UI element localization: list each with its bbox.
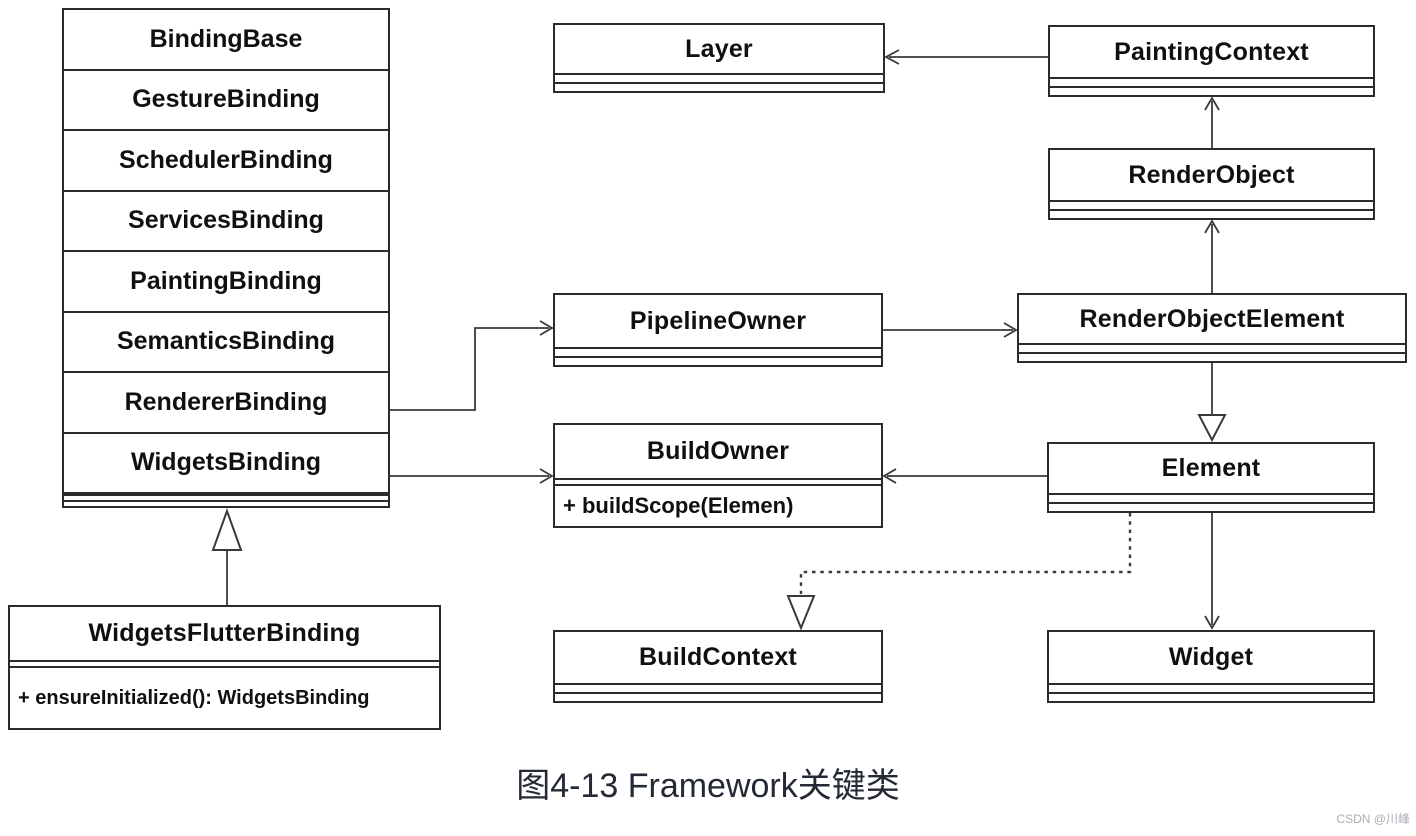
class-schedulerbinding: SchedulerBinding — [64, 131, 388, 192]
arrow-element-to-buildowner — [882, 468, 1047, 484]
figure-caption: 图4-13 Framework关键类 — [516, 767, 900, 805]
class-bindings-stack: BindingBase GestureBinding SchedulerBind… — [62, 8, 390, 508]
empty-compartment — [555, 356, 881, 365]
empty-compartment — [1049, 683, 1373, 692]
empty-compartment — [555, 82, 883, 91]
class-title: RenderObject — [1128, 160, 1295, 189]
class-layer: Layer — [553, 23, 885, 93]
realization-element-to-buildcontext — [786, 513, 1132, 631]
empty-compartment — [64, 500, 388, 506]
arrow-renderobjectelement-to-renderobject — [1204, 219, 1220, 293]
method-buildscope: + buildScope(Elemen) — [555, 484, 881, 526]
arrow-paintingcontext-to-layer — [884, 49, 1048, 65]
class-element: Element — [1047, 442, 1375, 513]
class-paintingbinding: PaintingBinding — [64, 252, 388, 313]
class-buildcontext: BuildContext — [553, 630, 883, 703]
class-paintingcontext: PaintingContext — [1048, 25, 1375, 97]
class-bindingbase: BindingBase — [64, 10, 388, 71]
empty-compartment — [555, 73, 883, 82]
empty-compartment — [1050, 86, 1373, 95]
empty-compartment — [10, 660, 439, 666]
class-title: PaintingContext — [1114, 37, 1309, 66]
class-gesturebinding: GestureBinding — [64, 71, 388, 131]
empty-compartment — [1049, 493, 1373, 502]
arrow-pipelineowner-to-renderobjectelement — [883, 322, 1018, 338]
class-semanticsbinding: SemanticsBinding — [64, 313, 388, 373]
empty-compartment — [555, 683, 881, 692]
empty-compartment — [1050, 77, 1373, 86]
empty-compartment — [64, 494, 388, 500]
class-title: WidgetsFlutterBinding — [88, 619, 361, 647]
arrow-element-to-widget — [1204, 513, 1220, 630]
class-title: Layer — [685, 34, 753, 63]
class-renderobjectelement: RenderObjectElement — [1017, 293, 1407, 363]
class-servicesbinding: ServicesBinding — [64, 192, 388, 252]
empty-compartment — [555, 478, 881, 484]
generalization-widgetsflutterbinding-to-widgetsbinding — [211, 508, 243, 605]
class-pipelineowner: PipelineOwner — [553, 293, 883, 367]
empty-compartment — [1019, 352, 1405, 361]
empty-compartment — [555, 692, 881, 701]
empty-compartment — [1049, 692, 1373, 701]
class-title: PipelineOwner — [629, 306, 807, 335]
empty-compartment — [555, 347, 881, 356]
empty-compartment — [1019, 343, 1405, 352]
class-rendererbinding: RendererBinding — [64, 373, 388, 434]
arrow-rendererbinding-to-pipelineowner — [390, 320, 554, 411]
empty-compartment — [1049, 502, 1373, 511]
generalization-renderobjectelement-to-element — [1197, 363, 1227, 443]
arrow-widgetsbinding-to-buildowner — [390, 468, 554, 484]
method-ensureinitialized: + ensureInitialized(): WidgetsBinding — [10, 666, 439, 728]
class-widget: Widget — [1047, 630, 1375, 703]
class-title: BuildOwner — [646, 437, 790, 465]
class-title: Element — [1161, 454, 1261, 482]
class-widgetsflutterbinding: WidgetsFlutterBinding + ensureInitialize… — [8, 605, 441, 730]
class-title: BuildContext — [639, 643, 797, 671]
class-widgetsbinding: WidgetsBinding — [64, 434, 388, 494]
empty-compartment — [1050, 200, 1373, 209]
arrow-renderobject-to-paintingcontext — [1204, 96, 1220, 148]
class-title: RenderObjectElement — [1079, 304, 1345, 333]
csdn-watermark: CSDN @川峰 — [1336, 812, 1410, 826]
class-title: Widget — [1168, 643, 1254, 671]
class-renderobject: RenderObject — [1048, 148, 1375, 220]
empty-compartment — [1050, 209, 1373, 218]
class-buildowner: BuildOwner + buildScope(Elemen) — [553, 423, 883, 528]
